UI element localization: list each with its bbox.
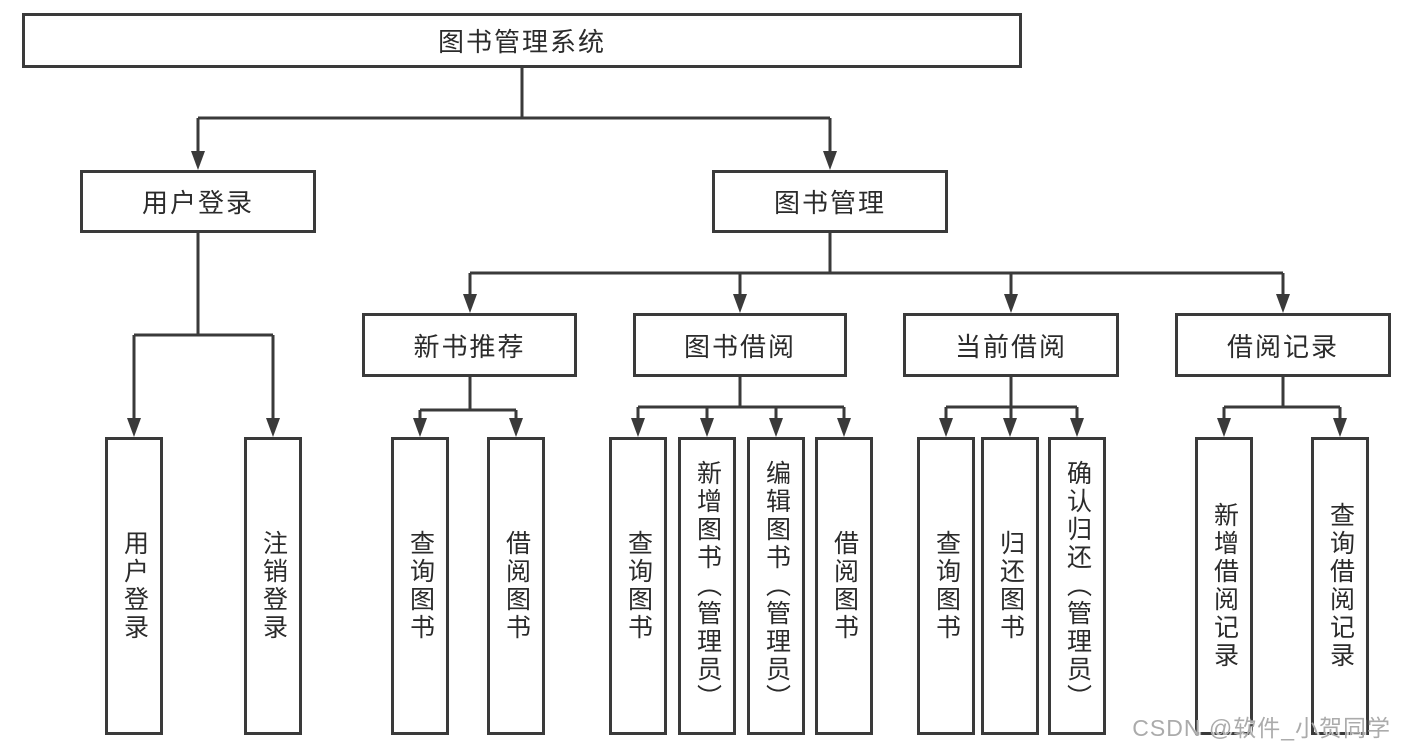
leaf-label: 借阅图书 xyxy=(502,530,531,642)
node-label: 当前借阅 xyxy=(954,331,1067,362)
leaf-user-login: 用户登录 xyxy=(105,437,163,735)
node-label: 图书管理系统 xyxy=(437,27,606,57)
leaf-borrow-books-recommend: 借阅图书 xyxy=(487,437,545,735)
leaf-label: 确认归还（管理员） xyxy=(1063,460,1092,712)
leaf-borrow-books: 借阅图书 xyxy=(815,437,873,735)
leaf-label: 新增借阅记录 xyxy=(1210,502,1239,670)
leaf-label: 借阅图书 xyxy=(830,530,859,642)
node-label: 图书管理 xyxy=(773,188,886,218)
leaf-label: 查询图书 xyxy=(624,530,653,642)
leaf-label: 编辑图书（管理员） xyxy=(762,460,791,712)
leaf-query-books-borrow: 查询图书 xyxy=(609,437,667,735)
leaf-add-borrow-record: 新增借阅记录 xyxy=(1195,437,1253,735)
leaf-label: 查询借阅记录 xyxy=(1326,502,1355,670)
leaf-query-borrow-record: 查询借阅记录 xyxy=(1311,437,1369,735)
leaf-logout: 注销登录 xyxy=(244,437,302,735)
leaf-label: 归还图书 xyxy=(996,530,1025,642)
leaf-label: 查询图书 xyxy=(932,530,961,642)
node-label: 借阅记录 xyxy=(1226,331,1339,362)
leaf-edit-book-admin: 编辑图书（管理员） xyxy=(747,437,805,735)
leaf-label: 用户登录 xyxy=(120,530,149,642)
node-user-login-module: 用户登录 xyxy=(80,170,316,233)
node-book-borrow: 图书借阅 xyxy=(633,313,847,377)
leaf-label: 新增图书（管理员） xyxy=(693,460,722,712)
node-current-borrow: 当前借阅 xyxy=(903,313,1119,377)
node-root-system: 图书管理系统 xyxy=(22,13,1022,68)
node-label: 图书借阅 xyxy=(683,331,796,362)
leaf-label: 注销登录 xyxy=(259,530,288,642)
leaf-add-book-admin: 新增图书（管理员） xyxy=(678,437,736,735)
csdn-watermark: CSDN @软件_小贺同学 xyxy=(1132,715,1391,741)
leaf-query-books-current: 查询图书 xyxy=(917,437,975,735)
node-book-management-module: 图书管理 xyxy=(712,170,948,233)
leaf-label: 查询图书 xyxy=(406,530,435,642)
node-label: 新书推荐 xyxy=(413,331,526,362)
leaf-query-books-recommend: 查询图书 xyxy=(391,437,449,735)
node-borrow-records: 借阅记录 xyxy=(1175,313,1391,377)
node-label: 用户登录 xyxy=(141,188,254,218)
leaf-return-book: 归还图书 xyxy=(981,437,1039,735)
leaf-confirm-return-admin: 确认归还（管理员） xyxy=(1048,437,1106,735)
node-new-book-recommend: 新书推荐 xyxy=(362,313,577,377)
